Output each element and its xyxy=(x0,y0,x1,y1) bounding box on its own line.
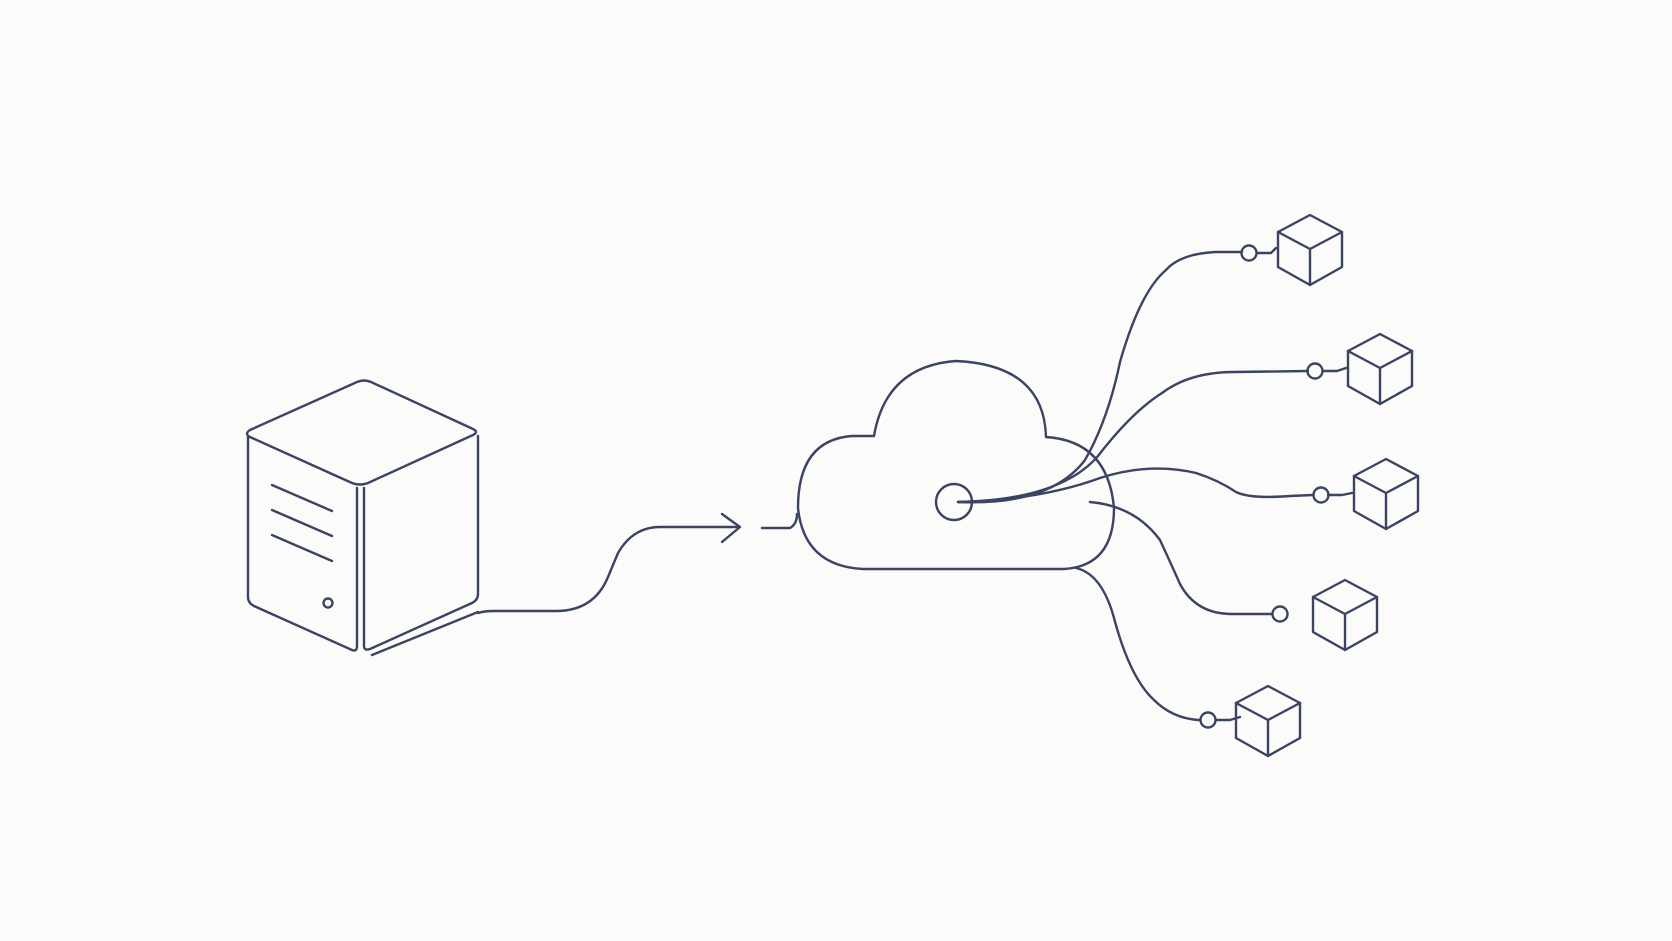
connection-cloud-to-cube-5 xyxy=(1074,566,1242,729)
connector-dot-icon xyxy=(1199,711,1217,729)
cube-icon xyxy=(1346,332,1414,406)
connection-cloud-to-cube-2 xyxy=(956,362,1348,504)
cube-icon xyxy=(1234,684,1302,758)
connection-server-to-cloud xyxy=(476,512,799,615)
arrowhead-icon xyxy=(720,512,742,544)
connector-dot-icon xyxy=(1306,362,1324,380)
cloud-icon xyxy=(796,359,1116,571)
server-tower-icon xyxy=(245,379,480,657)
connector-dot-icon xyxy=(1271,605,1289,623)
cube-icon xyxy=(1352,457,1420,531)
connector-dot-icon xyxy=(1240,244,1258,262)
connection-cloud-to-cube-4 xyxy=(1088,500,1289,623)
connection-cloud-to-cube-3 xyxy=(956,467,1354,504)
connection-cloud-to-cube-1 xyxy=(956,244,1278,504)
connector-stub xyxy=(760,512,799,530)
connector-dot-icon xyxy=(1312,486,1330,504)
cube-icon xyxy=(1276,213,1344,287)
cube-icon xyxy=(1311,578,1379,652)
